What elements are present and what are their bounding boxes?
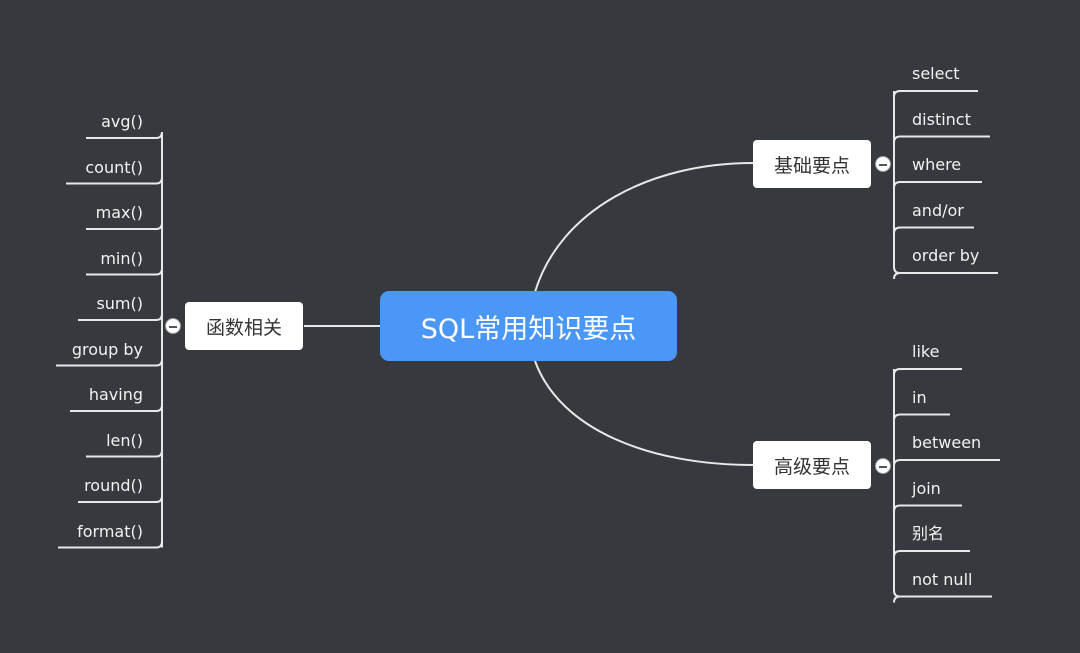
advanced-underline <box>893 504 962 512</box>
function-underline <box>78 495 163 503</box>
advanced-underline <box>893 459 1000 467</box>
function-item[interactable]: max() <box>95 203 143 222</box>
advanced-underline <box>893 595 992 603</box>
function-item[interactable]: len() <box>106 430 143 450</box>
basics-underline <box>893 181 982 189</box>
function-underline <box>86 450 163 458</box>
function-item[interactable]: count() <box>85 157 143 177</box>
collapse-basics-icon[interactable] <box>875 156 891 172</box>
advanced-item[interactable]: not null <box>912 569 973 589</box>
advanced-item[interactable]: between <box>912 433 982 452</box>
advanced-item[interactable]: in <box>912 387 927 407</box>
function-item[interactable]: format() <box>77 521 143 541</box>
basics-underline <box>893 135 990 143</box>
collapse-advanced-icon[interactable] <box>875 458 891 474</box>
function-underline <box>58 541 163 549</box>
basics-item[interactable]: order by <box>912 246 980 265</box>
advanced-underline <box>893 368 962 376</box>
function-underline <box>70 404 163 412</box>
basics-trunk <box>893 91 901 274</box>
branch-functions[interactable]: 函数相关 <box>185 302 303 350</box>
function-underline <box>86 131 163 139</box>
basics-underline <box>893 226 974 234</box>
branch-basics[interactable]: 基础要点 <box>753 140 871 188</box>
function-item[interactable]: group by <box>71 339 143 359</box>
basics-item[interactable]: distinct <box>912 109 971 129</box>
function-underline <box>78 313 163 321</box>
root-label: SQL常用知识要点 <box>420 313 637 345</box>
branch-functions-label: 函数相关 <box>205 316 282 339</box>
root-node[interactable]: SQL常用知识要点 <box>380 291 677 361</box>
advanced-item[interactable]: join <box>912 478 941 498</box>
advanced-item[interactable]: like <box>912 342 940 361</box>
basics-item[interactable]: and/or <box>912 200 964 220</box>
link-root-advanced <box>534 360 754 466</box>
basics-underline <box>893 90 978 98</box>
branch-basics-label: 基础要点 <box>773 154 850 177</box>
function-item[interactable]: round() <box>84 476 143 495</box>
function-item[interactable]: sum() <box>96 294 143 313</box>
advanced-underline <box>893 413 950 421</box>
function-underline <box>56 359 163 367</box>
function-item[interactable]: having <box>88 385 143 404</box>
branch-advanced[interactable]: 高级要点 <box>753 441 871 489</box>
collapse-functions-icon[interactable] <box>165 318 181 334</box>
function-underline <box>66 177 163 185</box>
advanced-trunk <box>893 369 901 598</box>
basics-item[interactable]: where <box>912 155 962 174</box>
advanced-underline <box>893 550 970 558</box>
advanced-item[interactable]: 别名 <box>912 524 945 543</box>
basics-underline <box>893 272 998 280</box>
function-item[interactable]: avg() <box>101 112 143 131</box>
basics-item[interactable]: select <box>912 64 960 83</box>
branch-advanced-label: 高级要点 <box>773 455 850 478</box>
function-underline <box>86 222 163 230</box>
function-underline <box>86 268 163 276</box>
link-root-basics <box>534 162 754 293</box>
function-item[interactable]: min() <box>100 248 143 268</box>
